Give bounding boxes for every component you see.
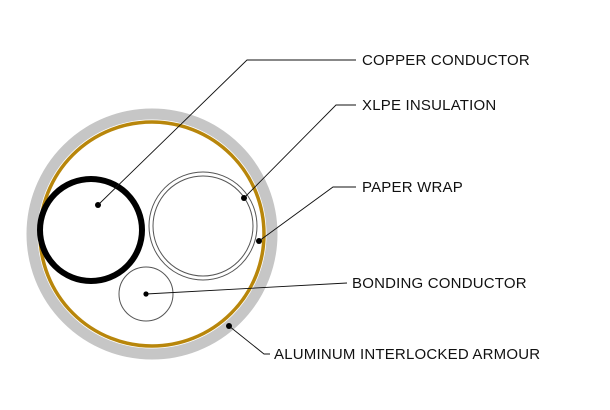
- copper-conductor-label: COPPER CONDUCTOR: [362, 52, 530, 69]
- xlpe-insulation-leader: [243, 104, 356, 199]
- xlpe-insulation-label: XLPE INSULATION: [362, 97, 496, 114]
- bonding-conductor-dot: [143, 291, 149, 297]
- aluminum-armour-leader: [228, 325, 270, 355]
- copper-conductor-dot: [95, 202, 101, 208]
- xlpe-insulation-inner-circle: [152, 175, 254, 277]
- bonding-conductor-label: BONDING CONDUCTOR: [352, 275, 527, 292]
- xlpe-insulation-outer-circle: [148, 171, 258, 281]
- bonding-conductor-leader: [145, 282, 348, 295]
- copper-conductor-leader: [97, 59, 356, 206]
- paper-wrap-label: PAPER WRAP: [362, 179, 463, 196]
- copper-conductor-circle: [37, 176, 145, 284]
- aluminum-armour-label: ALUMINUM INTERLOCKED ARMOUR: [274, 346, 540, 363]
- paper-wrap-leader: [258, 186, 356, 242]
- aluminum-armour-dot: [226, 323, 232, 329]
- xlpe-insulation-dot: [241, 195, 247, 201]
- paper-wrap-dot: [256, 238, 262, 244]
